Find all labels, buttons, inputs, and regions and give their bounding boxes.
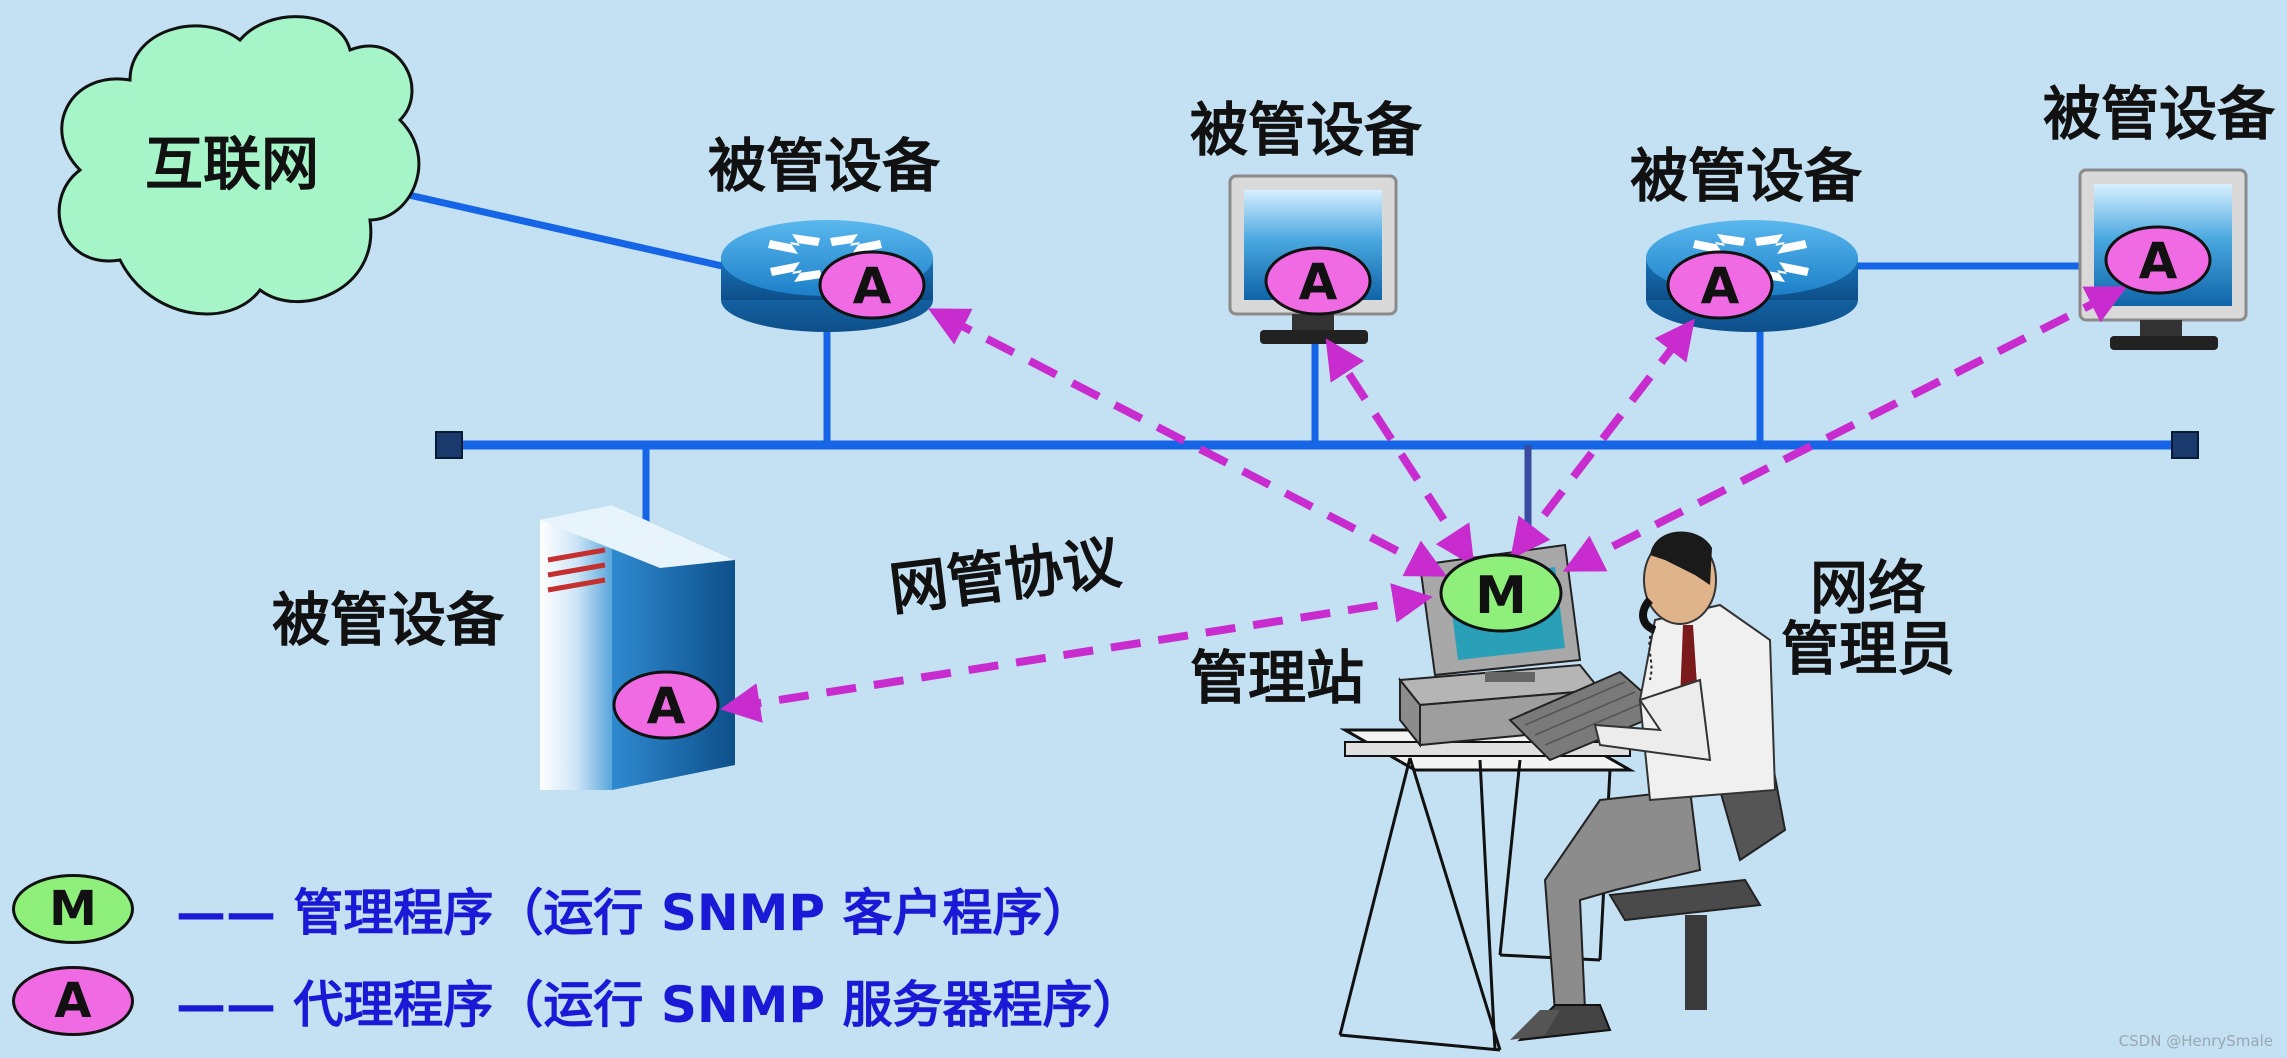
agent-badge-letter: A [647,677,686,735]
internet-cloud [57,15,421,316]
managed-device-label-monitor-middle: 被管设备 [1190,96,1423,164]
legend-agent-text: —— 代理程序（运行 SNMP 服务器程序） [176,976,1143,1034]
admin-label-line1: 网络 [1809,554,1926,622]
manager-badge-letter: M [1475,566,1527,626]
agent-badge-letter: A [1299,253,1338,311]
arrow-to-server [720,583,1433,723]
server-icon [540,505,735,790]
internet-label: 互联网 [145,130,320,198]
agent-badge-letter: A [2139,232,2178,290]
legend-manager-row: M —— 管理程序（运行 SNMP 客户程序） [12,873,1092,945]
watermark: CSDN @HenrySmale [2118,1032,2273,1050]
agent-badges: A A A A A [612,225,2212,740]
internet-link [377,184,723,270]
managed-device-label-server: 被管设备 [272,586,505,654]
agent-badge-letter: A [853,257,892,315]
legend-manager-text: —— 管理程序（运行 SNMP 客户程序） [176,884,1093,942]
admin-label-line2: 管理员 [1780,614,1955,683]
agent-badge-router-left: A [818,250,926,320]
admin-label: 网络 管理员 [1778,558,1958,680]
agent-badge-server: A [612,670,720,740]
managed-device-label-monitor-right: 被管设备 [2043,80,2276,148]
agent-badge-letter: A [1701,257,1740,315]
agent-badge-monitor-middle: A [1264,246,1372,316]
network-administrator-figure [1510,531,1787,1042]
snmp-arrows [720,286,2128,723]
agent-badge-router-right: A [1666,250,1774,320]
manager-badge: M [1439,553,1563,633]
station-label: 管理站 [1190,644,1365,712]
agent-badge-monitor-right: A [2104,225,2212,295]
arrow-to-monitor-middle [1325,338,1475,567]
arrow-to-monitor-right [1562,286,2128,572]
bus-terminator-right [2171,431,2199,459]
managed-device-label-router-left: 被管设备 [708,132,941,200]
legend-agent-row: A —— 代理程序（运行 SNMP 服务器程序） [12,965,1142,1037]
managed-device-label-router-right: 被管设备 [1630,142,1863,210]
bus-terminator-left [435,431,463,459]
legend-manager-badge: M [12,874,134,944]
legend-agent-badge: A [12,966,134,1036]
